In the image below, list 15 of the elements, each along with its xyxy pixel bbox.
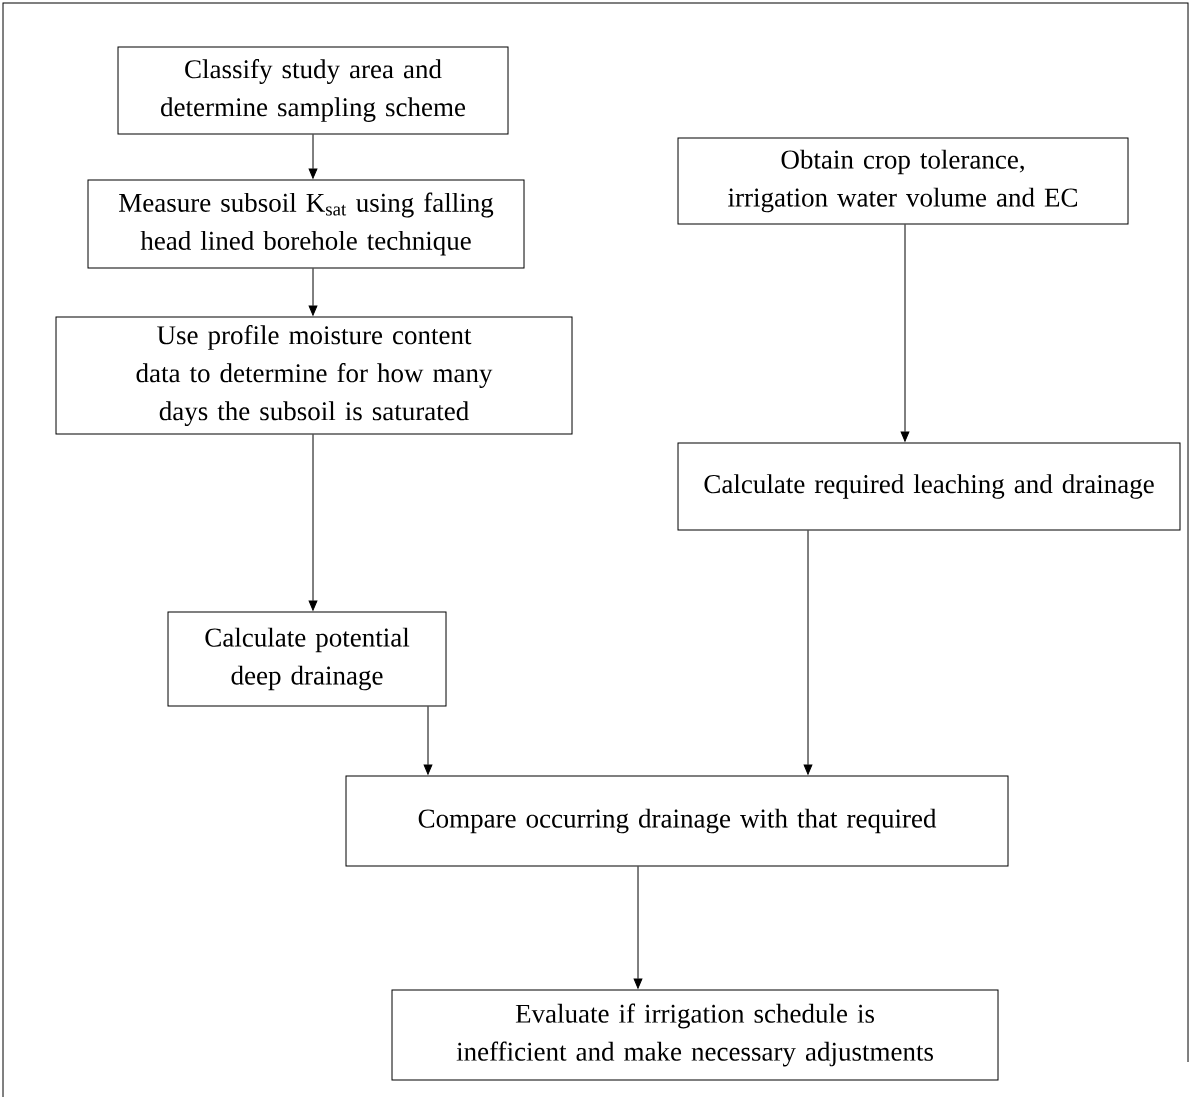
arrow <box>308 434 318 611</box>
arrow <box>423 706 433 775</box>
arrow <box>308 268 318 316</box>
arrow <box>308 134 318 179</box>
process-box: Obtain crop tolerance, irrigation water volume and EC <box>677 137 1129 225</box>
process-box: Calculate required leaching and drainage <box>677 442 1181 531</box>
process-box: Use profile moisture content data to determine for how many days the subsoil is saturated <box>55 316 573 435</box>
arrow <box>900 224 910 442</box>
process-box: Classify study area and determine sampling scheme <box>117 46 509 135</box>
arrow <box>633 866 643 989</box>
process-box: Calculate potential deep drainage <box>167 611 447 707</box>
process-box: Evaluate if irrigation schedule is inefficient and make necessary adjustments <box>391 989 999 1081</box>
process-box: Compare occurring drainage with that required <box>345 775 1009 867</box>
arrow <box>803 530 813 775</box>
process-box: Measure subsoil K$_{sat}$ using falling head lined borehole technique <box>87 179 525 269</box>
